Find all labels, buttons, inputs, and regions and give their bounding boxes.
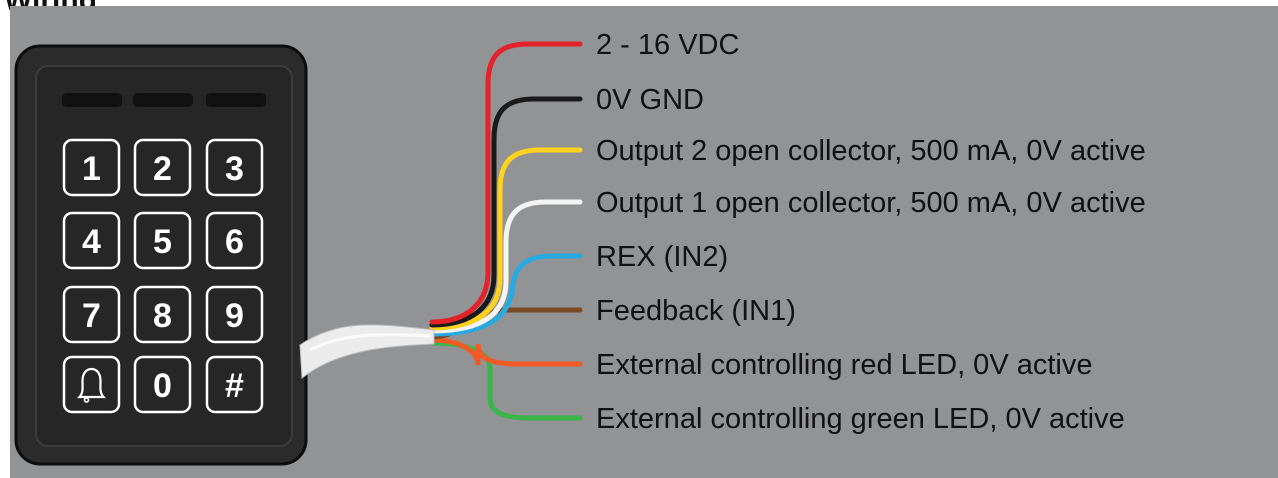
key-label: 0 <box>153 367 172 405</box>
key-label: 2 <box>153 150 172 188</box>
key-1[interactable]: 1 <box>62 138 121 197</box>
key-label: # <box>225 367 244 405</box>
key-hash[interactable]: # <box>205 355 264 414</box>
wire-7 <box>429 337 583 367</box>
wire-label-7: External controlling red LED, 0V active <box>596 349 1092 381</box>
key-8[interactable]: 8 <box>133 285 192 344</box>
wire-3 <box>429 147 583 331</box>
wire-labels: 2 - 16 VDC 0V GND Output 2 open collector,… <box>596 29 1146 435</box>
wire-label-4: Output 1 open collector, 500 mA, 0V acti… <box>596 187 1146 219</box>
key-9[interactable]: 9 <box>205 285 264 344</box>
key-6[interactable]: 6 <box>205 211 264 270</box>
key-label: 4 <box>82 223 101 261</box>
key-label: 9 <box>225 297 244 335</box>
key-2[interactable]: 2 <box>133 138 192 197</box>
wire-label-2: 0V GND <box>596 84 704 116</box>
keypad-keys: 1 2 3 4 5 6 7 8 9 0 # <box>62 138 264 414</box>
keypad-device: 1 2 3 4 5 6 7 8 9 0 # <box>14 44 308 466</box>
indicator-leds <box>62 93 266 107</box>
wire-8 <box>429 340 583 421</box>
wire-label-3: Output 2 open collector, 500 mA, 0V acti… <box>596 135 1146 167</box>
wire-2 <box>429 96 583 328</box>
wire-label-5: REX (IN2) <box>596 241 728 273</box>
key-label: 7 <box>82 297 101 335</box>
wire-label-1: 2 - 16 VDC <box>596 29 739 61</box>
key-0[interactable]: 0 <box>133 355 192 414</box>
wire-5 <box>429 253 583 337</box>
wire-label-8: External controlling green LED, 0V activ… <box>596 403 1125 435</box>
wire-4 <box>429 199 583 334</box>
wire-label-6: Feedback (IN1) <box>596 295 796 327</box>
bell-icon <box>76 367 107 399</box>
key-4[interactable]: 4 <box>62 211 121 270</box>
cable-sheath <box>299 324 435 379</box>
key-label: 8 <box>153 297 172 335</box>
wire-1 <box>429 41 583 325</box>
key-label: 5 <box>153 223 172 261</box>
key-label: 1 <box>82 150 101 188</box>
key-label: 6 <box>225 223 244 261</box>
key-label: 3 <box>225 150 244 188</box>
key-bell[interactable] <box>62 355 121 414</box>
wire-bundle <box>429 41 583 421</box>
key-3[interactable]: 3 <box>205 138 264 197</box>
key-5[interactable]: 5 <box>133 211 192 270</box>
key-7[interactable]: 7 <box>62 285 121 344</box>
